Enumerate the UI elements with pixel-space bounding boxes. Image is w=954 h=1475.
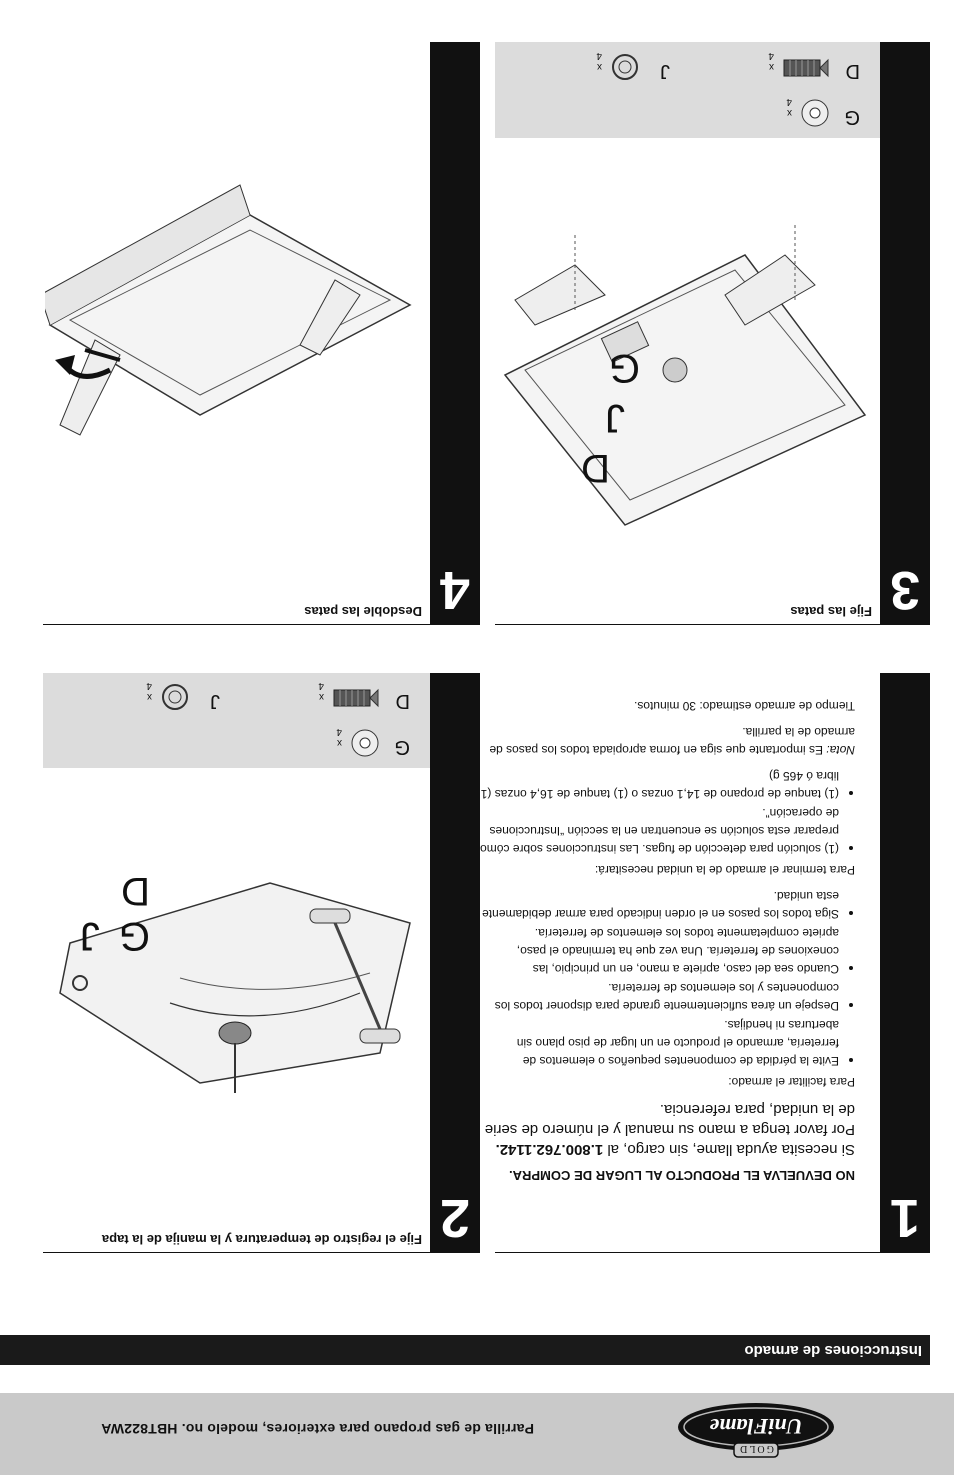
step-2-bar: 2: [430, 673, 480, 1253]
step-2: 2 Fije el registro de temperatura y la m…: [43, 673, 480, 1253]
burner-hole: [662, 357, 688, 383]
brand-sub: GOLD: [738, 1443, 774, 1454]
step-1-rule: [495, 1252, 930, 1253]
step-4-bar: 4: [430, 42, 480, 625]
thermometer-icon: [218, 1021, 252, 1045]
lid-contour: [179, 972, 371, 990]
bolt-icon: [333, 688, 379, 708]
step-2-illustration: [59, 882, 411, 1093]
list-item: Despeje un área suficientemente grande p…: [480, 979, 839, 1015]
nota: Nota: Es importante que siga en forma ap…: [489, 725, 855, 757]
step-2-title: Fije el registro de temperatura y la man…: [101, 1232, 422, 1247]
header-band: GOLD UniFlame Parrilla de gas propano pa…: [0, 1393, 954, 1475]
bolt-icon: [783, 58, 829, 78]
firebox-inner: [68, 229, 392, 396]
step-2-number: 2: [439, 1188, 471, 1248]
leg-bracket: [514, 264, 606, 326]
washer-icon: [351, 729, 379, 757]
step-4: 4 Desdoble las patas: [43, 42, 480, 625]
step-4-number: 4: [439, 560, 471, 620]
step-4-title: Desdoble las patas: [304, 604, 422, 619]
step-3-illustration: [503, 225, 867, 526]
step-2-callout: G J D: [75, 869, 150, 958]
lock-washer-icon: [612, 54, 638, 80]
step-1-text: NO DEVUELVA EL PRODUCTO AL LUGAR DE COMP…: [480, 694, 855, 1183]
vent-icon: [600, 321, 650, 363]
tiempo: Tiempo de armado estimado: 30 minutos.: [634, 699, 855, 713]
brand-name: UniFlame: [709, 1414, 802, 1439]
necesitara-label: Para terminar el armado de la unidad nec…: [594, 863, 855, 877]
step-3-parts: G x 4 D x 4 J x 4: [495, 42, 880, 138]
help-phone: 1.800.762.1142.: [495, 1141, 604, 1158]
section-title: Instrucciones de armado: [744, 1342, 922, 1359]
necesitara-list: (1) solución para detección de fugas. La…: [480, 767, 855, 858]
model-line: Parrilla de gas propano para exteriores,…: [101, 1421, 534, 1437]
firebox-shape: [503, 254, 867, 526]
hinge-icon: [72, 975, 88, 991]
handle-end: [309, 908, 351, 924]
list-item: (1) solución para detección de fugas. La…: [480, 804, 839, 858]
step-3-number: 3: [889, 560, 921, 620]
leg-bracket: [724, 254, 816, 326]
list-item: Cuando sea del caso, apriete a mano, en …: [480, 924, 839, 978]
step-4-rule: [43, 624, 480, 625]
arrowhead: [55, 355, 75, 375]
folded-leg: [299, 279, 361, 356]
lock-washer-icon: [162, 684, 188, 710]
step-3-rule: [495, 624, 930, 625]
step-3-bar: 3: [880, 42, 930, 625]
return-warning: NO DEVUELVA EL PRODUCTO AL LUGAR DE COMP…: [509, 1168, 855, 1183]
step-2-rule: [43, 1252, 480, 1253]
facilitar-list: Evite la pérdida de componentes pequeños…: [480, 887, 855, 1070]
folded-leg: [59, 339, 121, 436]
brand-logo: GOLD UniFlame: [678, 1403, 834, 1458]
facilitar-label: Para facilitar el armado:: [728, 1075, 855, 1089]
lid-contour: [169, 992, 361, 1017]
step-3-title: Fije las patas: [790, 604, 872, 619]
step-2-parts: G x 4 D x 4 J x 4: [43, 673, 430, 768]
push-arrow-icon: [84, 348, 121, 362]
firebox-side: [45, 184, 251, 326]
step-3: 3 Fije las patas G J D G x 4 D x 4: [495, 42, 930, 625]
step-1-bar: 1: [880, 673, 930, 1253]
section-title-bar: Instrucciones de armado: [0, 1335, 930, 1365]
lid-shape: [59, 882, 411, 1084]
step-4-illustration: [45, 184, 412, 436]
step-3-callout-d: D: [581, 446, 610, 490]
handle-bar: [333, 922, 382, 1030]
step-1-number: 1: [889, 1188, 921, 1248]
step-3-callout-g: G: [608, 346, 640, 390]
help-line: Si necesita ayuda llame, sin cargo, al 1…: [484, 1101, 855, 1158]
list-item: Evite la pérdida de componentes pequeños…: [480, 1016, 839, 1070]
list-item: Siga todos los pasos en el orden indicad…: [480, 887, 839, 923]
list-item: (1) tanque de propano de 14,1 onzas o (1…: [480, 767, 839, 803]
handle-end: [359, 1028, 401, 1044]
step-3-callout-j: J: [605, 396, 625, 440]
firebox-inner: [524, 269, 846, 501]
step-1: 1 NO DEVUELVA EL PRODUCTO AL LUGAR DE CO…: [480, 673, 930, 1253]
washer-icon: [801, 99, 829, 127]
